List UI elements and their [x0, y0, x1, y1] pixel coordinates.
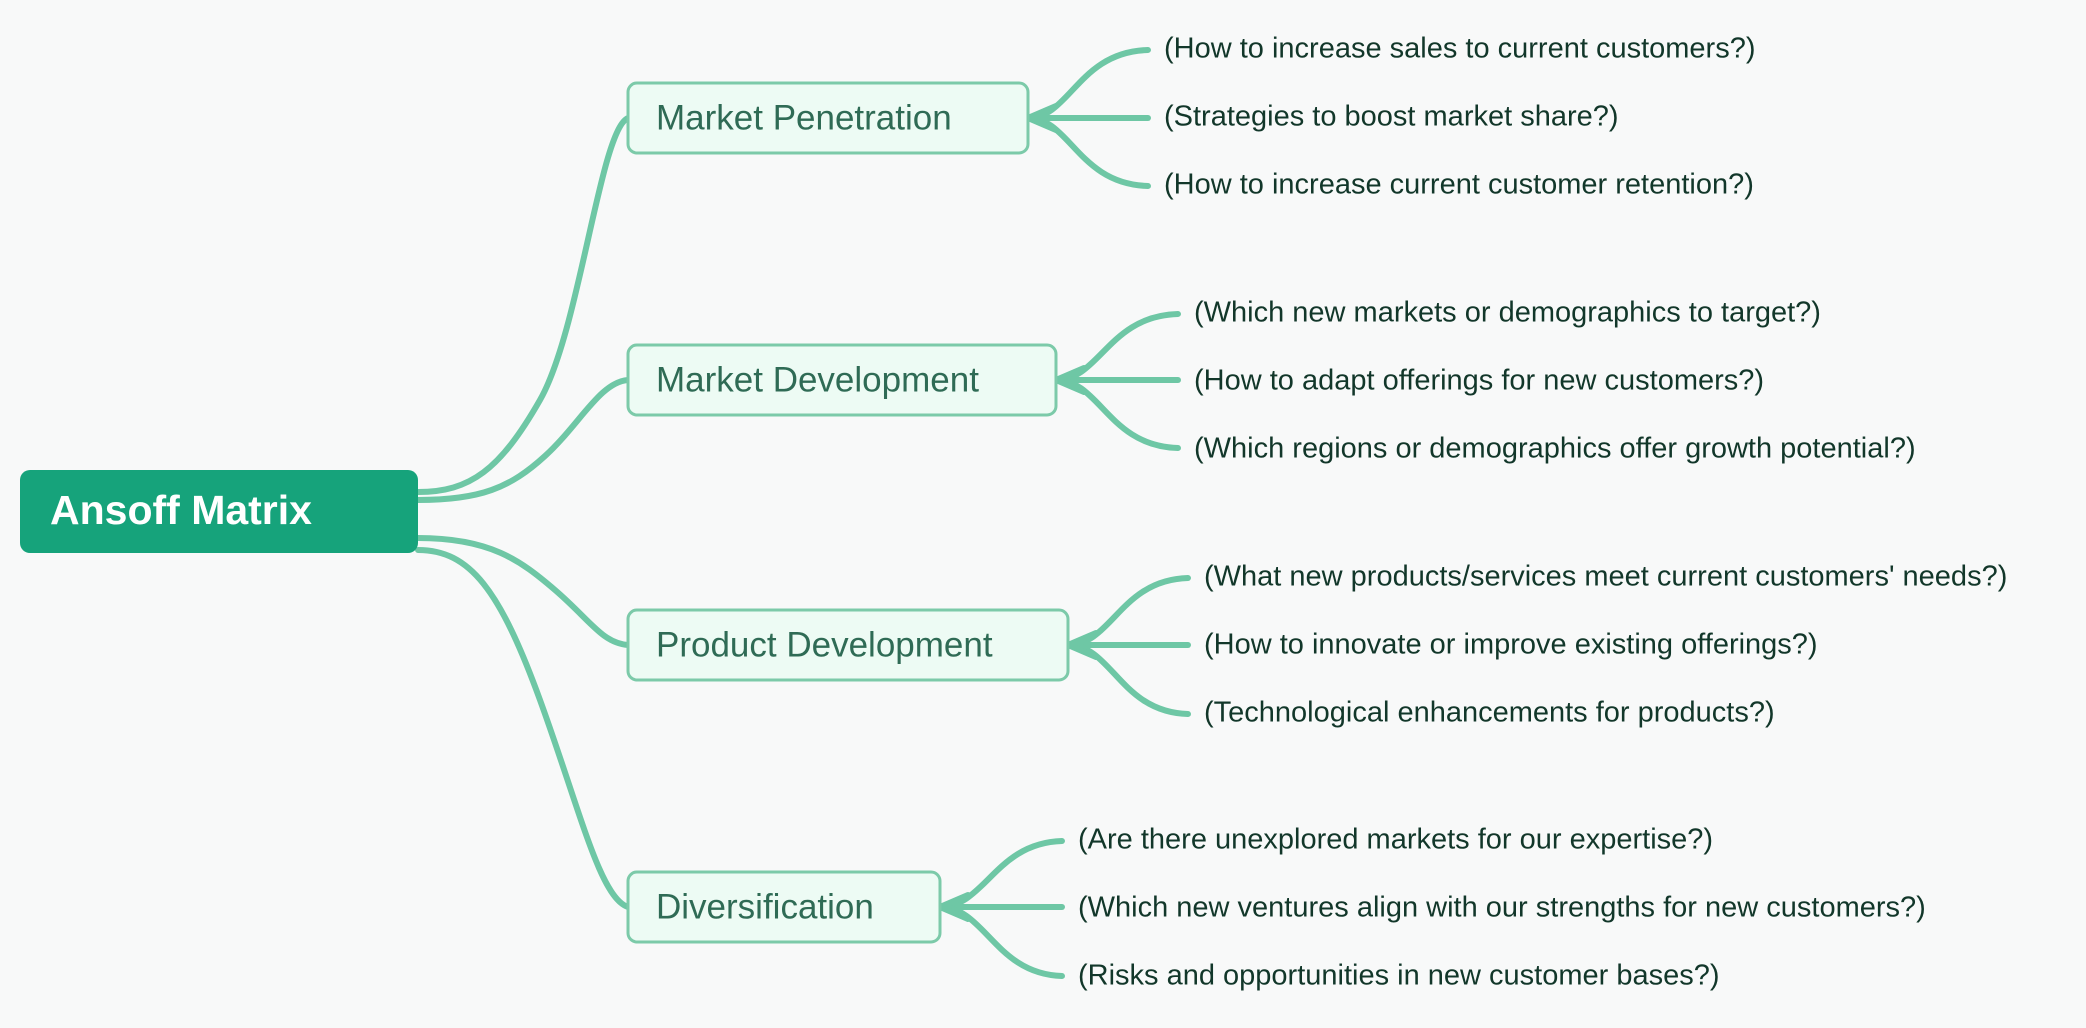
- branch-node-rect-2: [626, 608, 1070, 682]
- edge-root-to-branch-0: [415, 115, 631, 495]
- edge-branch1-leaf2: [1053, 377, 1181, 451]
- branch-node-rect-0: [626, 81, 1030, 155]
- leaf-label: (How to adapt offerings for new customer…: [1194, 365, 1764, 397]
- branch-node-diversification[interactable]: Diversification: [626, 870, 942, 944]
- edge-branch2-arrowhead: [1065, 630, 1099, 660]
- edge-branch1-arrowhead: [1053, 365, 1087, 395]
- branch-node-rect-1: [626, 343, 1058, 417]
- branch-leaf-edges-2: [1065, 575, 1191, 717]
- leaf-label: (Which new markets or demographics to ta…: [1194, 297, 1821, 329]
- leaf-group-market-penetration: (How to increase sales to current custom…: [1164, 33, 1756, 201]
- branch-node-product-development[interactable]: Product Development: [626, 608, 1070, 682]
- leaf-label: (Which regions or demographics offer gro…: [1194, 433, 1916, 465]
- branch-leaf-edges-0: [1025, 47, 1151, 189]
- edge-branch3-arrowhead: [937, 892, 971, 922]
- leaf-label: (Which new ventures align with our stren…: [1078, 892, 1926, 924]
- leaf-label: (How to increase sales to current custom…: [1164, 33, 1756, 65]
- branch-leaf-edges-1: [1053, 311, 1181, 451]
- root-node-rect: [20, 470, 418, 553]
- root-branch-edges: [415, 115, 631, 910]
- leaf-label: (What new products/services meet current…: [1204, 561, 2007, 593]
- branch-node-label-0: Market Penetration: [656, 98, 952, 137]
- branch-node-rect-3: [626, 870, 942, 944]
- branch-node-label-2: Product Development: [656, 625, 993, 664]
- edge-branch2-leaf2: [1065, 642, 1191, 717]
- branch-leaf-edges-3: [937, 838, 1065, 979]
- branch-node-label-3: Diversification: [656, 887, 874, 926]
- edge-branch3-leaf2: [937, 904, 1065, 979]
- branch-node-market-penetration[interactable]: Market Penetration: [626, 81, 1030, 155]
- leaf-group-product-development: (What new products/services meet current…: [1204, 561, 2007, 729]
- branch-node-market-development[interactable]: Market Development: [626, 343, 1058, 417]
- edge-branch0-arrowhead: [1025, 103, 1059, 133]
- leaf-label: (Are there unexplored markets for our ex…: [1078, 824, 1713, 856]
- root-node-label: Ansoff Matrix: [50, 487, 312, 533]
- edge-root-to-branch-2: [415, 535, 631, 648]
- leaf-label: (Strategies to boost market share?): [1164, 101, 1619, 133]
- edge-root-to-branch-3: [415, 547, 631, 910]
- edge-root-to-branch-1: [415, 377, 631, 503]
- leaf-label: (How to innovate or improve existing off…: [1204, 629, 1818, 661]
- branch-node-label-1: Market Development: [656, 360, 979, 399]
- leaf-group-market-development: (Which new markets or demographics to ta…: [1194, 297, 1916, 465]
- leaf-label: (How to increase current customer retent…: [1164, 169, 1754, 201]
- root-node[interactable]: Ansoff Matrix: [20, 470, 418, 553]
- leaf-label: (Risks and opportunities in new customer…: [1078, 960, 1720, 992]
- leaf-label: (Technological enhancements for products…: [1204, 697, 1775, 729]
- leaf-group-diversification: (Are there unexplored markets for our ex…: [1078, 824, 1926, 992]
